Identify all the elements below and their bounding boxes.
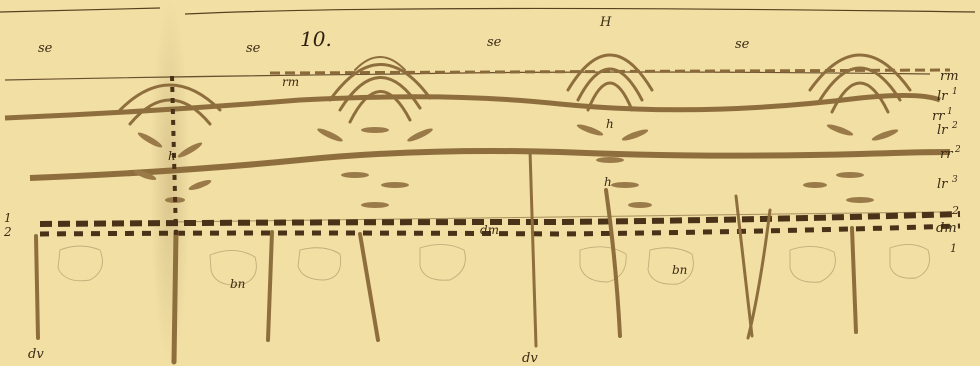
label-lr-2: lr — [937, 123, 948, 138]
label-bn-1: bn — [230, 277, 245, 291]
label-rr: rr — [932, 109, 945, 124]
label-dm-right: dm — [936, 221, 957, 236]
label-rr-sup2: 2 — [954, 145, 961, 155]
label-lr-sup3: 3 — [952, 175, 958, 185]
label-1-right: 1 — [950, 242, 957, 255]
figure-number: 10. — [300, 27, 332, 51]
label-rr-sup1: 1 — [947, 107, 953, 117]
label-se-4: se — [735, 37, 750, 52]
label-1-left: 1 — [4, 211, 12, 225]
label-h-1: h — [168, 149, 176, 163]
label-se-1: se — [38, 41, 53, 56]
label-rm-inner: rm — [282, 75, 299, 89]
label-dv-left: dv — [28, 347, 44, 362]
label-2-right: 2 — [951, 204, 959, 217]
label-h-top: H — [599, 15, 612, 30]
label-dm-1: dm — [480, 223, 499, 237]
label-h-3: h — [604, 175, 612, 189]
label-lr-sup1: 1 — [952, 87, 958, 97]
label-dv-center: dv — [522, 351, 538, 366]
book-fold-shadow — [150, 0, 190, 366]
label-h-2: h — [606, 117, 614, 131]
label-rr-2: rr — [940, 147, 953, 162]
label-2-left: 2 — [3, 225, 12, 239]
label-rm: rm — [940, 69, 959, 84]
label-lr-3: lr — [937, 177, 948, 192]
label-lr: lr — [937, 89, 948, 104]
label-lr-sup2: 2 — [951, 121, 958, 131]
label-bn-2: bn — [672, 263, 687, 277]
label-se-2: se — [246, 41, 261, 56]
label-se-3: se — [487, 35, 502, 50]
